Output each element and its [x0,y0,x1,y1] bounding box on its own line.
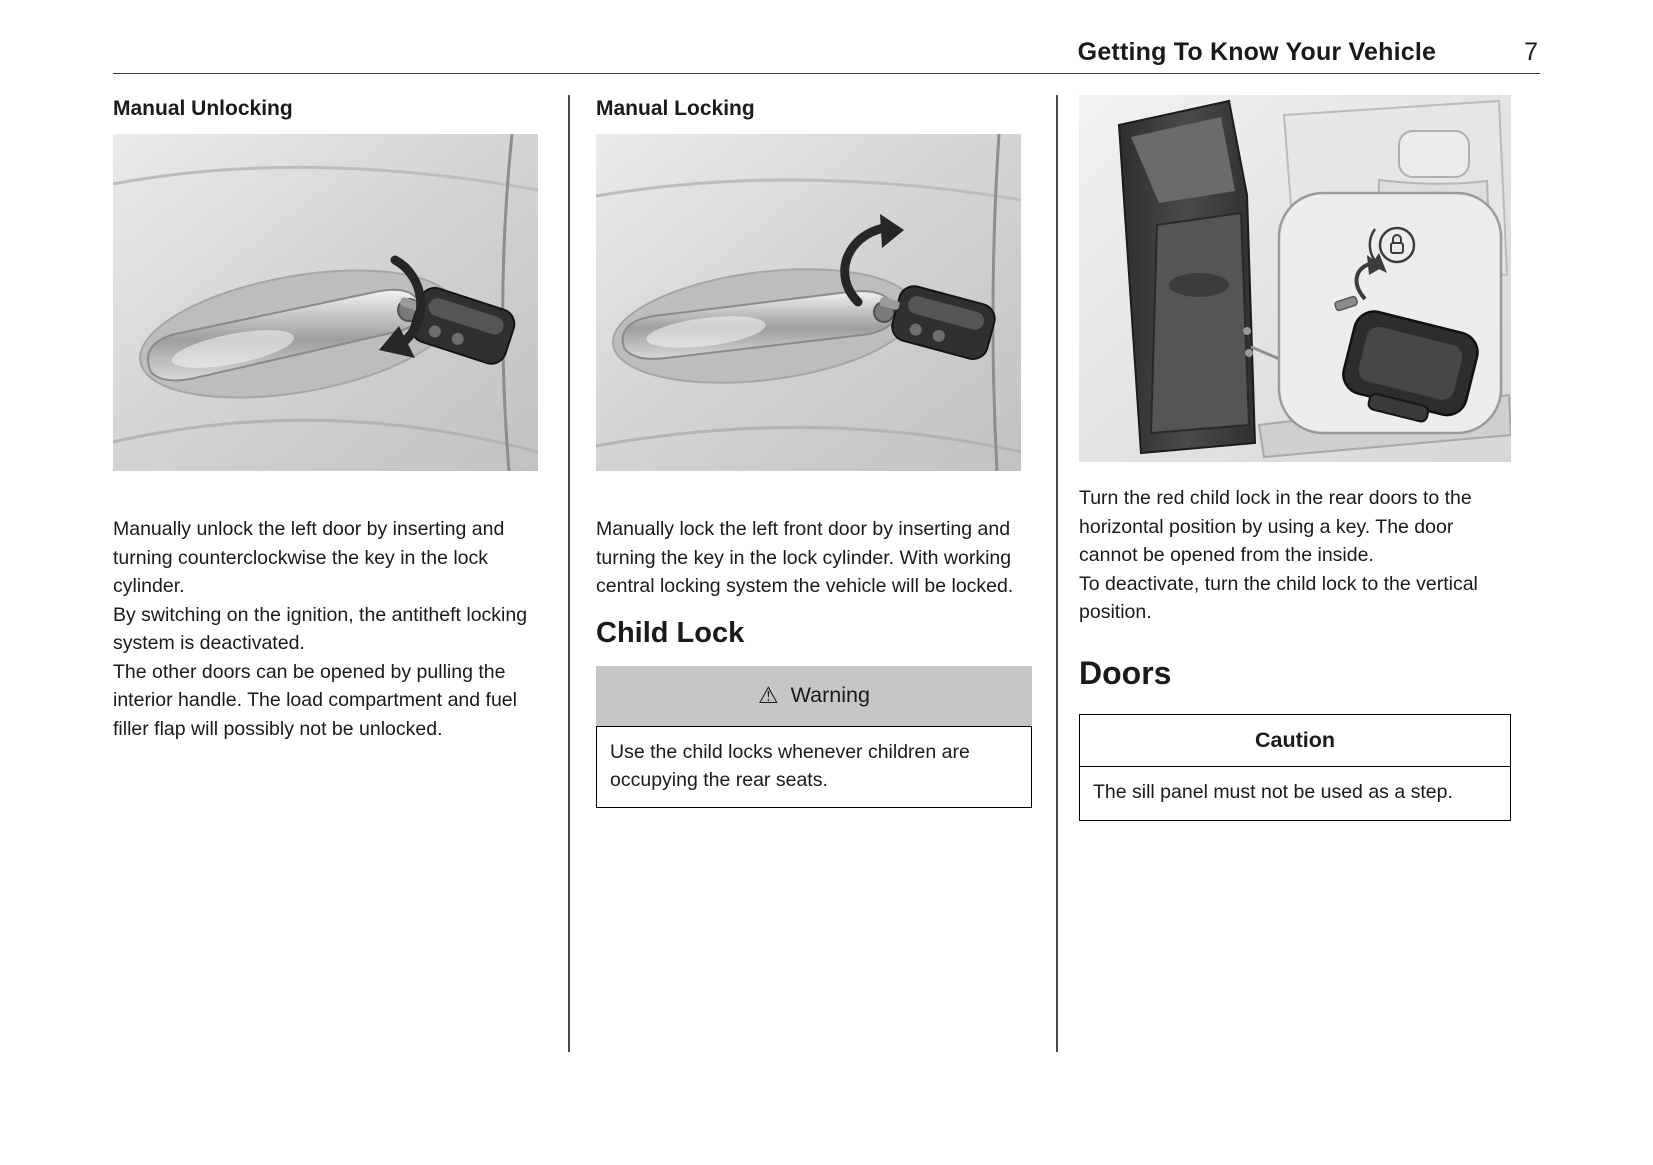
column-doors: Turn the red child lock in the rear door… [1079,95,1511,821]
page-number: 7 [1524,38,1538,66]
warning-title: Warning [790,683,870,707]
paragraph: Manually unlock the left door by inserti… [113,518,505,597]
column-manual-locking: Manual Locking [596,95,1032,808]
child-lock-text: Turn the red child lock in the rear door… [1079,484,1511,627]
warning-text: Use the child locks whenever children ar… [596,725,1032,808]
caution-title: Caution [1080,715,1510,767]
doors-heading: Doors [1079,654,1172,691]
column-divider [1056,95,1058,1052]
paragraph: To deactivate, turn the child lock to th… [1079,572,1478,624]
child-lock-illustration [1079,95,1511,462]
paragraph: By switching on the ignition, the antith… [113,603,528,655]
caution-box: Caution The sill panel must not be used … [1079,713,1511,821]
caution-text: The sill panel must not be used as a ste… [1093,780,1453,803]
column-divider [568,95,570,1052]
paragraph: Turn the red child lock in the rear door… [1079,487,1472,566]
paragraph: The other doors can be opened by pulling… [113,660,517,740]
manual-locking-heading: Manual Locking [596,97,755,120]
page-title: Getting To Know Your Vehicle [1077,38,1437,66]
header-rule [113,73,1540,74]
warning-header: ⚠ Warning [596,665,1032,726]
warning-box: ⚠ Warning Use the child locks whenever c… [596,665,1032,808]
manual-unlocking-text: Manually unlock the left door by inserti… [113,515,545,743]
manual-locking-text: Manually lock the left front door by ins… [596,515,1032,601]
manual-unlocking-heading: Manual Unlocking [113,97,293,120]
warning-icon: ⚠ [758,682,779,708]
child-lock-heading: Child Lock [596,616,745,649]
page-header: Getting To Know Your Vehicle 7 [113,38,1538,67]
manual-unlocking-illustration [113,134,538,471]
manual-locking-illustration [596,134,1021,471]
paragraph: Manually lock the left front door by ins… [596,518,1014,597]
column-manual-unlocking: Manual Unlocking [113,95,545,743]
